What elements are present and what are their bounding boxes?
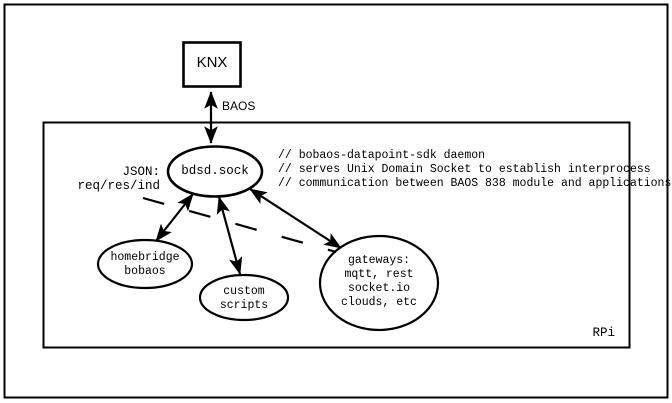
bdsd-sock-node-label: bdsd.sock [181,164,249,178]
rpi-box-label: RPi [592,326,615,340]
homebridge-node-label-line1: homebridge [110,251,180,264]
edge-bdsd-gateways [249,188,342,249]
homebridge-node-shape [96,238,194,290]
gateways-node-label-line3: socket.io [347,282,411,295]
edge-label-baos: BAOS [222,99,256,113]
gateways-node-label-line2: mqtt, rest [344,268,414,281]
gateways-node-label-line4: clouds, etc [341,296,417,309]
edge-bdsd-homebridge [155,193,194,242]
comment-line-3: // communication between BAOS 838 module… [278,177,672,190]
gateways-node-label-line1: gateways: [347,254,411,267]
custom-scripts-node-label-line1: custom [223,285,265,298]
comment-line-1: // bobaos-datapoint-sdk daemon [278,149,486,162]
bdsd-sock-node-shape [166,145,264,198]
edge-bdsd-custom-scripts [216,196,243,275]
custom-scripts-node-shape [198,273,290,322]
custom-scripts-node-label-line2: scripts [219,299,269,312]
json-leader-dashed-line [142,196,337,254]
knx-node-label: KNX [196,54,228,71]
homebridge-node-label-line2: bobaos [124,265,166,278]
json-label-line2: req/res/ind [77,179,160,193]
gateways-node-shape [318,234,440,332]
comment-line-2: // serves Unix Domain Socket to establis… [278,163,651,176]
knx-node-shape [182,41,242,88]
json-label-line1: JSON: [122,165,160,179]
